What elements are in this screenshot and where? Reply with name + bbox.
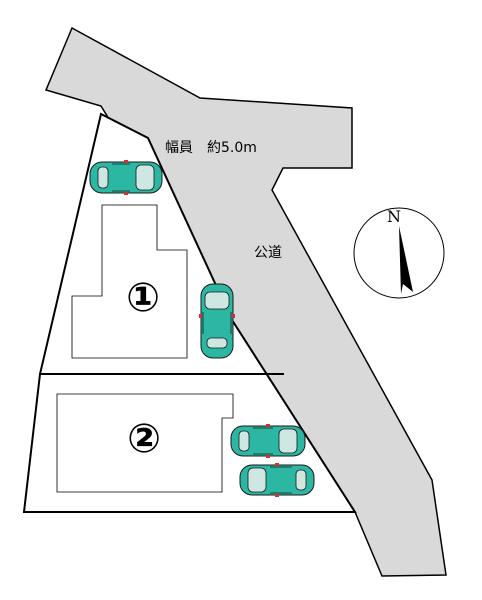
compass-circle (353, 207, 445, 299)
lot-2-number: ② (127, 416, 161, 462)
parking-car-icon (230, 424, 306, 458)
lot-1-number: ① (126, 275, 160, 321)
building-lot-2 (56, 393, 234, 493)
road-width-label: 幅員 約5.0m (165, 140, 257, 156)
parking-car-icon (239, 463, 315, 497)
parking-car-icon (199, 283, 235, 359)
compass-needle-icon (399, 226, 413, 294)
parking-car-icon (89, 160, 163, 195)
building-lot-1 (71, 204, 188, 359)
north-compass: N (353, 207, 445, 299)
compass-north-label: N (387, 207, 401, 226)
road-name-label: 公道 (254, 245, 282, 261)
